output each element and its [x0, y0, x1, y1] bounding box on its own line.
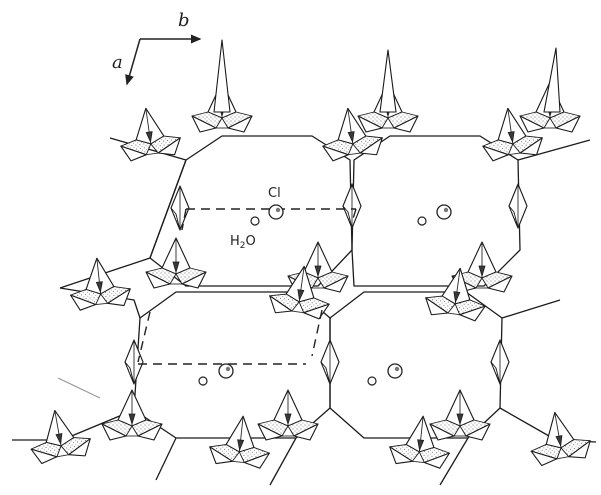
- water-molecule: [417, 216, 427, 226]
- water-label-h: H: [230, 234, 240, 249]
- cl-ion: [387, 363, 403, 379]
- water-label-subscript: 2: [240, 241, 246, 251]
- cl-ion: [436, 204, 452, 220]
- cl-ion: [218, 363, 234, 379]
- a-axis-arrow: [125, 38, 141, 86]
- channel-guests: [198, 204, 452, 386]
- water-molecule: [198, 376, 208, 386]
- water-label-o: O: [246, 234, 256, 249]
- water-label: H2O: [230, 234, 256, 251]
- water-molecule: [250, 216, 260, 226]
- cl-ion: [268, 204, 284, 220]
- cl-label: Cl: [268, 186, 281, 201]
- ring-top-right: [351, 135, 521, 287]
- water-molecule: [367, 376, 377, 386]
- a-axis-label: a: [112, 52, 123, 73]
- b-axis-label: b: [178, 10, 190, 31]
- framework-rings: [12, 135, 597, 486]
- axes-indicator: b a: [112, 10, 202, 86]
- unit-cell-outline: [137, 208, 357, 365]
- tetrahedra: [24, 39, 594, 470]
